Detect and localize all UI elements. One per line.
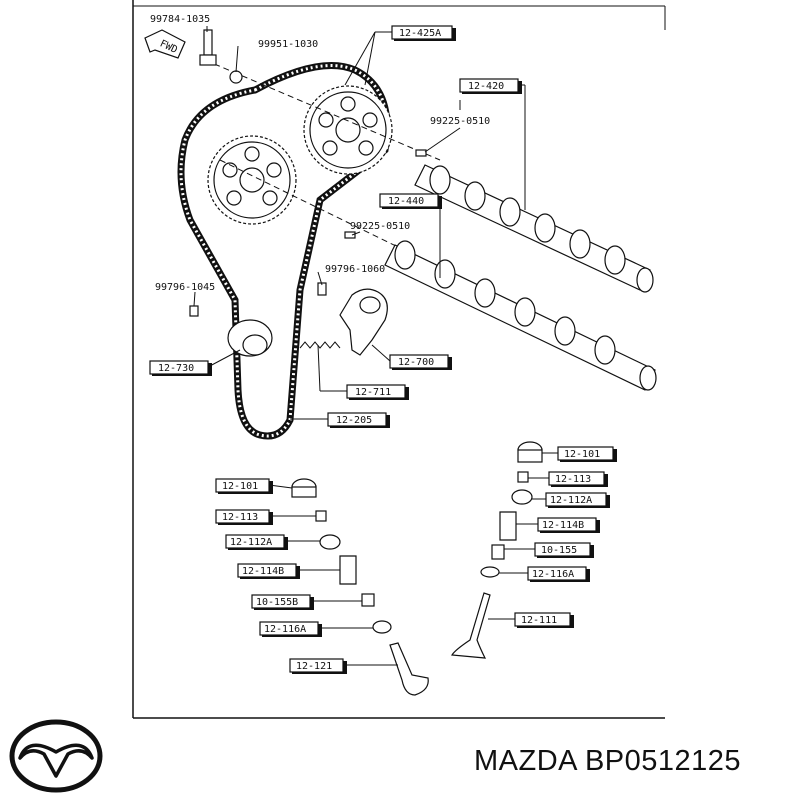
- svg-text:12-425A: 12-425A: [399, 28, 441, 39]
- leader-pin-2: [351, 231, 361, 236]
- label-pin-2: 99225-0510: [350, 221, 410, 232]
- timing-belt: [177, 62, 391, 440]
- left-label-3: 12-112A: [225, 534, 320, 550]
- intake-sprocket: [207, 135, 297, 225]
- left-label-1: 12-101: [215, 478, 293, 494]
- box-label-tensioner: 12-700: [371, 344, 452, 370]
- svg-text:12-113: 12-113: [555, 474, 591, 485]
- right-label-7: 12-111: [488, 612, 574, 628]
- box-label-exhaust-camshaft: 12-420: [459, 78, 526, 210]
- idler-pulley: [189, 305, 273, 357]
- leader-pin-1: [424, 127, 461, 153]
- pin-icon-2: [344, 231, 356, 239]
- svg-text:12-116A: 12-116A: [264, 624, 306, 635]
- svg-text:12-116A: 12-116A: [532, 569, 574, 580]
- exhaust-sprocket: [303, 85, 393, 175]
- brand-part-number: MAZDA BP0512125: [474, 745, 741, 778]
- svg-text:12-101: 12-101: [564, 449, 600, 460]
- intake-axis-line: [219, 159, 401, 249]
- svg-text:10-155B: 10-155B: [256, 597, 298, 608]
- svg-text:12-205: 12-205: [336, 415, 372, 426]
- exhaust-camshaft: [414, 164, 654, 293]
- tensioner: [317, 282, 388, 356]
- svg-text:12-711: 12-711: [355, 387, 391, 398]
- label-pin-1: 99225-0510: [430, 116, 490, 127]
- washer-icon: [229, 70, 243, 84]
- svg-text:12-101: 12-101: [222, 481, 258, 492]
- right-label-6: 12-116A: [499, 566, 590, 582]
- label-bolt-2: 99796-1045: [155, 282, 215, 293]
- svg-text:12-440: 12-440: [388, 196, 424, 207]
- right-label-3: 12-112A: [532, 492, 610, 508]
- label-bolt-3: 99796-1060: [325, 264, 385, 275]
- svg-text:12-111: 12-111: [521, 615, 557, 626]
- box-label-intake-camshaft: 12-440: [379, 193, 442, 278]
- svg-text:12-700: 12-700: [398, 357, 434, 368]
- tensioner-spring: [299, 341, 341, 349]
- svg-text:12-114B: 12-114B: [242, 566, 284, 577]
- leader-bolt-2: [193, 291, 196, 307]
- pin-icon-1: [415, 149, 427, 157]
- label-washer: 99951-1030: [258, 39, 318, 50]
- exhaust-axis-line: [204, 59, 441, 161]
- right-label-5: 10-155: [504, 542, 594, 558]
- right-label-4: 12-114B: [516, 517, 600, 533]
- bolt-icon: [199, 29, 217, 66]
- mazda-logo-icon: [9, 719, 103, 793]
- svg-text:10-155: 10-155: [541, 545, 577, 556]
- box-label-timing-belt: 12-205: [290, 412, 390, 428]
- right-label-2: 12-113: [528, 471, 608, 487]
- svg-text:12-730: 12-730: [158, 363, 194, 374]
- leader-washer: [235, 45, 239, 73]
- left-label-2: 12-113: [215, 509, 316, 525]
- right-valve-train: [450, 441, 543, 659]
- left-label-4: 12-114B: [237, 563, 340, 579]
- box-label-idler: 12-730: [149, 349, 241, 376]
- right-label-1: 12-101: [542, 446, 617, 462]
- svg-text:12-114B: 12-114B: [542, 520, 584, 531]
- fwd-arrow-icon: FWD: [144, 29, 186, 59]
- left-label-7: 12-121: [289, 658, 398, 674]
- svg-text:12-121: 12-121: [296, 661, 332, 672]
- left-label-6: 12-116A: [259, 621, 373, 637]
- svg-text:12-112A: 12-112A: [550, 495, 592, 506]
- brand-name: MAZDA: [474, 745, 577, 777]
- left-label-5: 10-155B: [251, 594, 362, 610]
- svg-text:12-112A: 12-112A: [230, 537, 272, 548]
- box-label-tensioner-spring: 12-711: [317, 344, 409, 400]
- left-valve-train: [291, 478, 429, 696]
- svg-text:12-113: 12-113: [222, 512, 258, 523]
- svg-text:12-420: 12-420: [468, 81, 504, 92]
- leader-bolt-3: [317, 271, 323, 286]
- label-bolt-1: 99784-1035: [150, 14, 210, 25]
- box-label-pulley: 12-425A: [344, 25, 456, 86]
- part-number: BP0512125: [584, 745, 742, 777]
